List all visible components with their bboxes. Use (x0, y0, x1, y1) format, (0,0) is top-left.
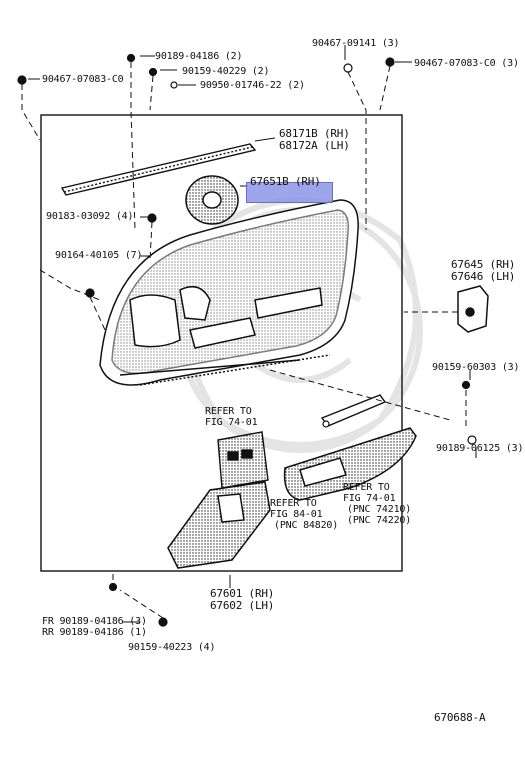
label-90183-03092: 90183-03092 (4) (46, 211, 134, 222)
lower-trim-pocket (167, 481, 271, 569)
label-90159-60303: 90159-60303 (3) (432, 362, 520, 373)
speaker-cover (185, 175, 239, 225)
label-68171b: 68171B (RH) (279, 127, 350, 140)
label-rr-90189-04186: RR 90189-04186 (1) (42, 627, 147, 638)
label-67601: 67601 (RH) (210, 587, 275, 600)
fasteners (17, 53, 477, 627)
armrest-pocket (283, 427, 417, 501)
door-trim-panel (99, 199, 359, 386)
belt-moulding-strip (60, 143, 257, 196)
label-90950-01746-22: 90950-01746-22 (2) (200, 80, 305, 91)
label-fig-84-01: FIG 84-01 (270, 509, 323, 520)
assembly-frame (40, 114, 403, 572)
label-refer-to-2: REFER TO (270, 498, 317, 509)
label-90159-40229: 90159-40229 (2) (182, 66, 270, 77)
label-pnc-84820: (PNC 84820) (274, 520, 339, 531)
label-67602: 67602 (LH) (210, 599, 275, 612)
label-pnc-74220: (PNC 74220) (347, 515, 412, 526)
label-67651b: 67651B (RH) (250, 175, 321, 188)
door-bracket (457, 285, 489, 333)
label-90164-40105: 90164-40105 (7) (55, 250, 143, 261)
label-fr-90189-04186: FR 90189-04186 (3) (42, 616, 147, 627)
label-90189-06125: 90189-06125 (3) (436, 443, 524, 454)
figure-id: 670688-A (434, 711, 486, 724)
label-fig-74-01-1: FIG 74-01 (205, 417, 258, 428)
label-90189-04186-top: 90189-04186 (2) (155, 51, 243, 62)
label-67646: 67646 (LH) (451, 270, 516, 283)
label-90467-07083-c0-left: 90467-07083-C0 (42, 74, 124, 85)
label-fig-74-01-2: FIG 74-01 (343, 493, 396, 504)
highlight-box (246, 182, 333, 203)
label-refer-to-1: REFER TO (205, 406, 252, 417)
dashed-leaders (21, 62, 467, 619)
label-90159-40223: 90159-40223 (4) (128, 642, 216, 653)
label-67645: 67645 (RH) (451, 258, 516, 271)
label-90467-07083-c0-right: 90467-07083-C0 (3) (414, 58, 519, 69)
label-refer-to-3: REFER TO (343, 482, 390, 493)
label-pnc-74210: (PNC 74210) (347, 504, 412, 515)
label-90467-09141: 90467-09141 (3) (312, 38, 400, 49)
switch-panel (217, 431, 269, 489)
label-68172a: 68172A (LH) (279, 139, 350, 152)
solid-leaders (28, 45, 477, 623)
